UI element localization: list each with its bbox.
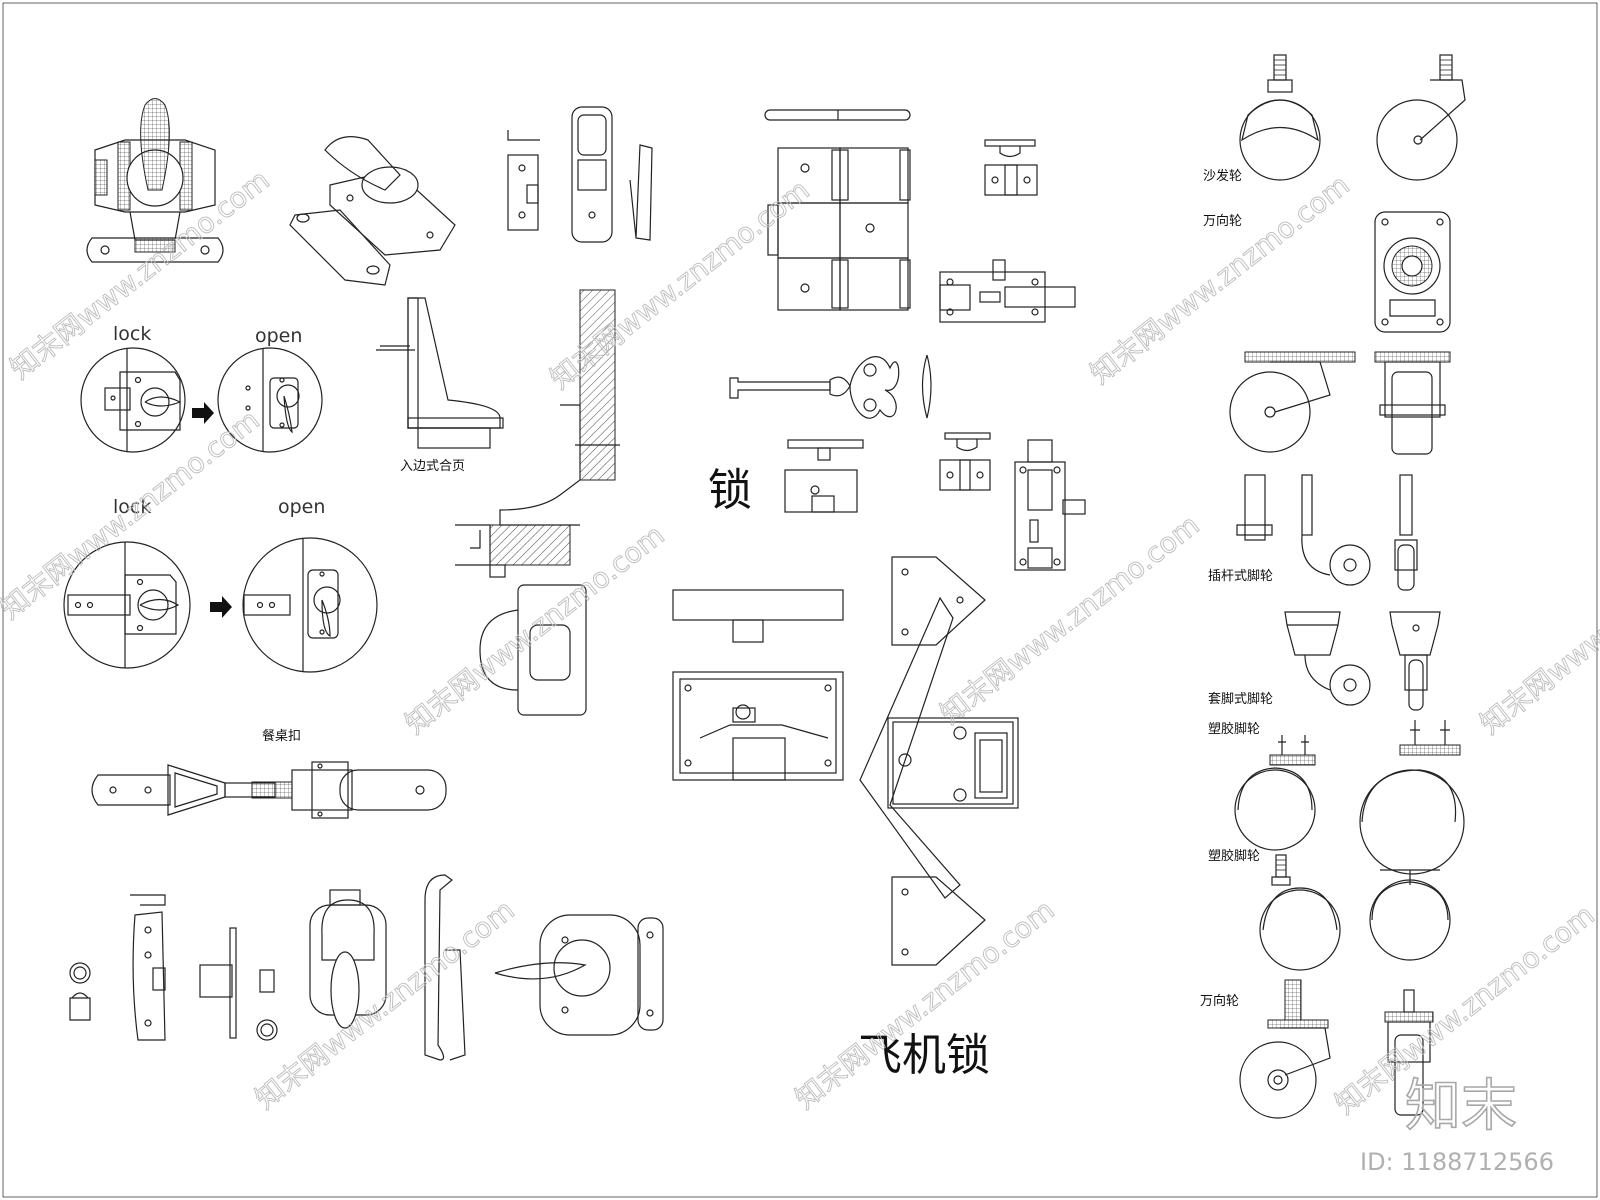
swivel-caster-side [1229, 351, 1356, 453]
arrow-right-icon [210, 596, 232, 618]
lock-body-side [479, 584, 587, 716]
watermark-text: 知末网www.znzmo.com [934, 508, 1206, 730]
bottom-latch-parts [69, 874, 664, 1061]
table-clasp-label: 餐桌扣 [262, 728, 301, 744]
cabinet-section [455, 289, 620, 578]
barrel-bolt-horizontal [939, 259, 1076, 323]
cabinet-lock-small [784, 439, 864, 513]
lock-label-1: lock [113, 323, 151, 345]
threaded-swivel-caster-front [1384, 989, 1434, 1116]
airplane-lock-title: 飞机锁 [858, 1030, 990, 1081]
stem-caster-parts [1236, 474, 1418, 591]
table-clasp: 餐桌扣 [91, 728, 447, 819]
socket-caster-label: 套脚式脚轮 [1208, 691, 1273, 707]
small-hinge-1 [984, 139, 1038, 196]
lock-open-diagram-1: lock open [80, 323, 323, 453]
hinge-section: 入边式合页 [376, 297, 504, 474]
swivel-caster-front [1374, 351, 1451, 455]
open-label-1: open [255, 325, 302, 347]
threaded-swivel-caster [1239, 979, 1331, 1119]
open-label-2: open [278, 496, 325, 518]
airplane-lock [859, 556, 1019, 966]
swivel-wheel-label-1: 万向轮 [1203, 213, 1242, 229]
plastic-caster-plate [1369, 869, 1451, 961]
lock-label-2: lock [113, 496, 151, 518]
plastic-caster-label-1: 塑胶脚轮 [1208, 721, 1260, 737]
watermark-text: 知末网www.znzmo.com [0, 403, 266, 625]
cabinet-lock-large [672, 589, 844, 781]
plastic-caster-label-2: 塑胶脚轮 [1208, 848, 1260, 864]
plastic-caster-small [1234, 735, 1316, 851]
plastic-caster-large [1359, 720, 1465, 875]
link-chain [764, 109, 911, 121]
watermark-text: 知末网www.znzmo.com [1474, 518, 1600, 740]
watermark-text: 知末网www.znzmo.com [249, 893, 521, 1115]
sofa-caster-side [1376, 54, 1466, 181]
lock-open-diagram-2: lock open [63, 496, 378, 673]
socket-caster-parts [1284, 611, 1441, 711]
barrel-bolt-vertical [1014, 439, 1086, 571]
watermark-id: ID: 1188712566 [1360, 1148, 1554, 1176]
sash-lock-iso [289, 136, 456, 286]
hinge-note: 入边式合页 [400, 459, 465, 474]
watermark-text: 知末网www.znzmo.com [544, 173, 816, 395]
sofa-caster-front [1239, 54, 1321, 181]
stem-caster-label: 插杆式脚轮 [1208, 568, 1273, 584]
swivel-wheel-label-2: 万向轮 [1200, 993, 1239, 1009]
small-hinge-2 [939, 432, 991, 491]
watermark-layer: 知末网www.znzmo.com 知末网www.znzmo.com 知末网www… [0, 163, 1600, 1176]
watermark-logo: 知末 [1405, 1074, 1517, 1139]
arrow-right-icon [192, 402, 214, 424]
butt-hinge-large [767, 147, 911, 311]
watermark-text: 知末网www.znzmo.com [789, 893, 1061, 1115]
skeleton-key [729, 354, 932, 419]
sash-lock-front [86, 98, 224, 263]
plastic-caster-stem [1259, 854, 1341, 971]
sofa-wheel-label: 沙发轮 [1203, 168, 1242, 184]
lock-title: 锁 [708, 465, 752, 516]
caster-top-plate [1374, 211, 1451, 333]
hook-latch-set [507, 106, 653, 243]
